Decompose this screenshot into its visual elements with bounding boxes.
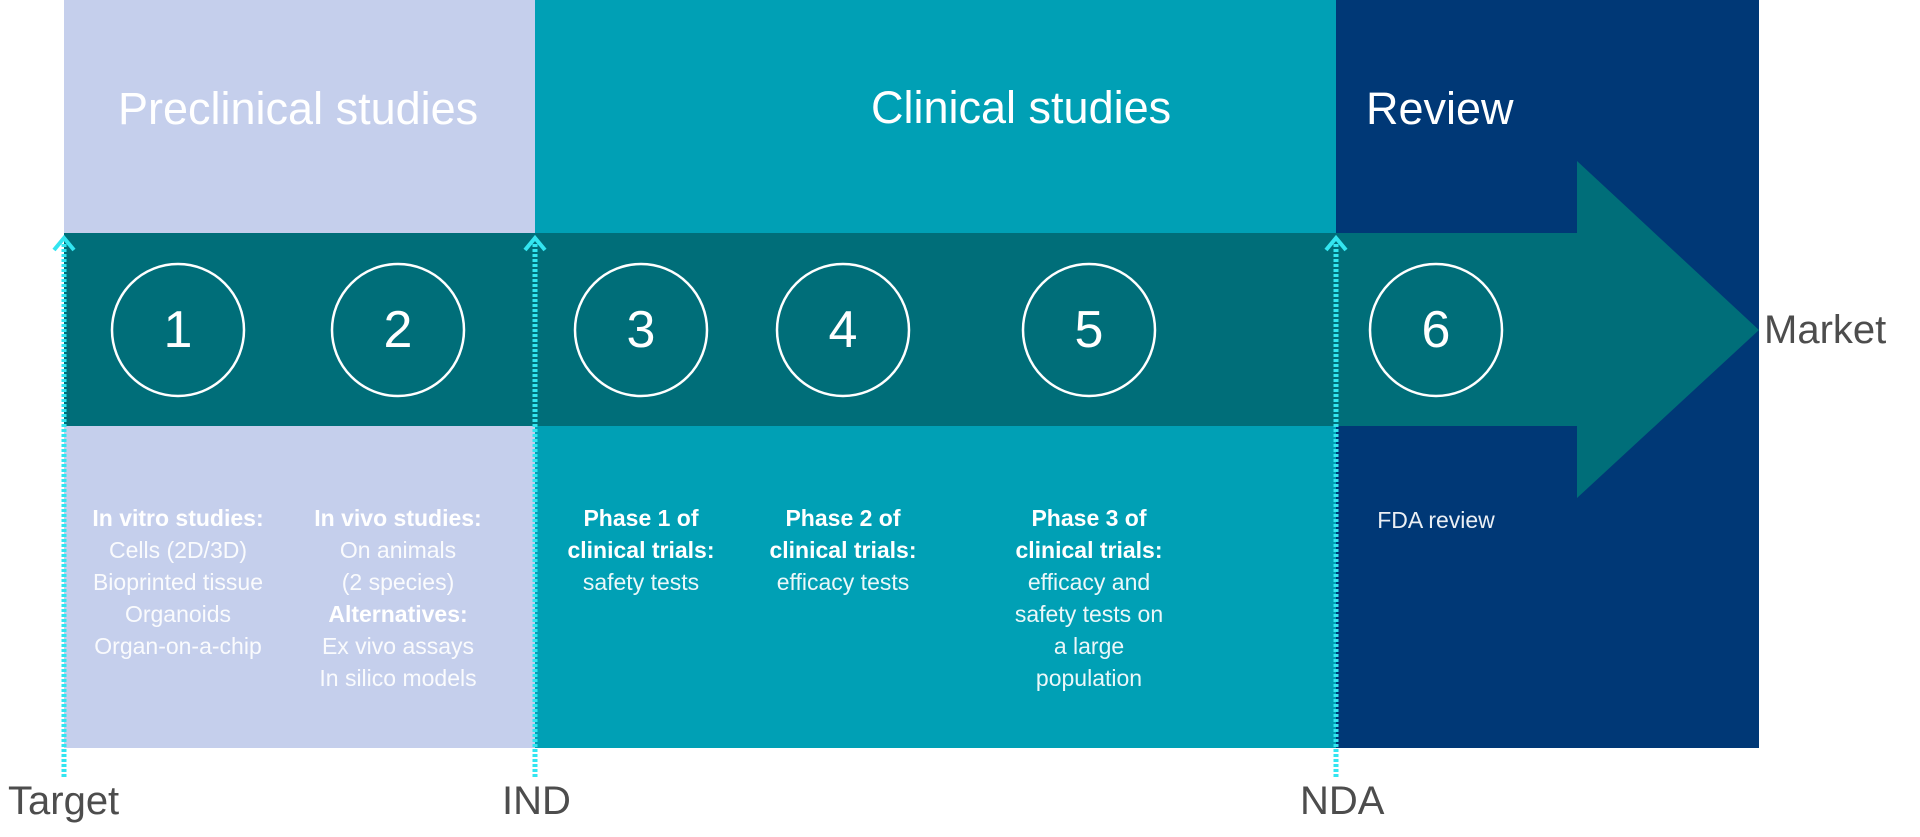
step-1-line: Organ-on-a-chip (94, 633, 262, 659)
review-title: Review (1366, 83, 1514, 134)
step-5-heading-line: clinical trials: (1015, 537, 1163, 563)
step-1-description: In vitro studies: Cells (2D/3D) Bioprint… (78, 502, 278, 662)
step-1-line: Organoids (124, 601, 232, 627)
milestone-label-nda: NDA (1300, 779, 1385, 823)
step-5-line: population (1035, 665, 1143, 691)
step-5-description: Phase 3 of clinical trials: efficacy and… (989, 502, 1189, 694)
milestone-label-ind: IND (502, 779, 571, 823)
step-number-1: 1 (163, 301, 193, 359)
step-circle-3 (573, 262, 709, 398)
step-2-alternatives-heading: Alternatives: (328, 601, 468, 627)
step-1-line: Cells (2D/3D) (108, 537, 248, 563)
step-6-heading: FDA review (1377, 507, 1495, 533)
milestone-label-market: Market (1764, 308, 1887, 352)
step-5-line: safety tests on (1014, 601, 1164, 627)
step-4-line: efficacy tests (776, 569, 910, 595)
step-5-heading-line: Phase 3 of (1031, 505, 1147, 531)
step-6-description: FDA review (1336, 504, 1536, 536)
step-5-line: efficacy and (1027, 569, 1151, 595)
preclinical-title: Preclinical studies (118, 83, 479, 134)
step-4-heading-line: Phase 2 of (785, 505, 901, 531)
clinical-title: Clinical studies (871, 82, 1172, 133)
step-circle-1 (110, 262, 246, 398)
step-2-description: In vivo studies: On animals (2 species) … (298, 502, 498, 694)
milestone-label-target: Target (8, 779, 120, 823)
step-1-heading: In vitro studies: (92, 505, 264, 531)
step-2-alternative-line: In silico models (319, 665, 477, 691)
step-number-6: 6 (1421, 301, 1451, 359)
step-3-heading-line: clinical trials: (567, 537, 715, 563)
step-circle-4 (775, 262, 911, 398)
milestone-marker-target (52, 234, 76, 778)
milestone-marker-nda (1324, 234, 1348, 778)
step-2-heading: In vivo studies: (314, 505, 482, 531)
step-2-line: (2 species) (341, 569, 455, 595)
step-4-description: Phase 2 of clinical trials: efficacy tes… (743, 502, 943, 598)
step-3-description: Phase 1 of clinical trials: safety tests (541, 502, 741, 598)
step-number-2: 2 (383, 301, 413, 359)
step-3-line: safety tests (582, 569, 700, 595)
step-2-alternative-line: Ex vivo assays (321, 633, 475, 659)
step-number-4: 4 (828, 301, 858, 359)
step-number-3: 3 (626, 301, 656, 359)
milestone-marker-ind (523, 234, 547, 778)
step-4-heading-line: clinical trials: (769, 537, 917, 563)
step-circle-6 (1368, 262, 1504, 398)
step-5-line: a large (1053, 633, 1125, 659)
step-circle-5 (1021, 262, 1157, 398)
step-2-line: On animals (339, 537, 457, 563)
step-circle-2 (330, 262, 466, 398)
step-3-heading-line: Phase 1 of (583, 505, 699, 531)
step-number-5: 5 (1074, 301, 1104, 359)
step-1-line: Bioprinted tissue (92, 569, 264, 595)
